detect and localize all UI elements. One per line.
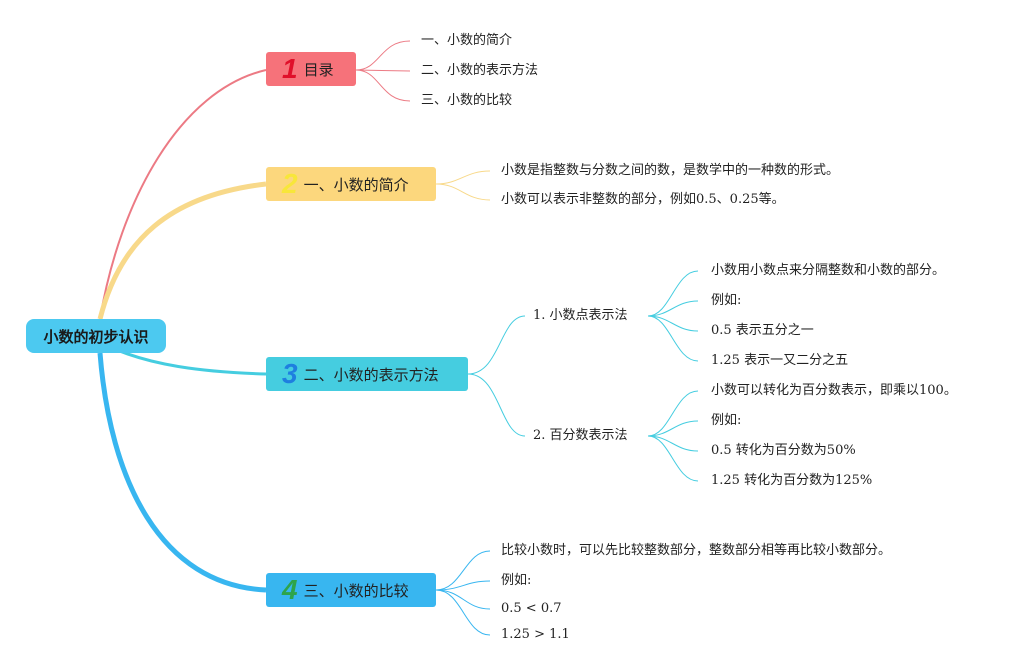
branch-node-intro[interactable]: 2 一、小数的简介	[266, 167, 436, 201]
connector-b4-leaf	[435, 550, 491, 591]
branch-node-representation[interactable]: 3 二、小数的表示方法	[266, 357, 468, 391]
connector-b4-leaf	[435, 580, 491, 591]
connector-sub1-leaf	[647, 270, 699, 317]
leaf-node[interactable]: 0.5 表示五分之一	[711, 323, 814, 338]
connector-b2-leaf	[435, 170, 491, 185]
connector-b1-leaf	[355, 40, 411, 71]
leaf-node[interactable]: 例如:	[711, 413, 742, 428]
connector-root-b1	[99, 69, 267, 320]
branch-number-3: 3	[282, 358, 298, 389]
leaf-node[interactable]: 小数可以转化为百分数表示，即乘以100。	[711, 383, 957, 398]
branch-node-comparison[interactable]: 4 三、小数的比较	[266, 573, 436, 607]
leaf-node[interactable]: 小数可以表示非整数的部分，例如0.5、0.25等。	[501, 192, 785, 207]
root-label: 小数的初步认识	[43, 327, 149, 346]
leaf-node[interactable]: 1.25 > 1.1	[501, 627, 570, 642]
connector-b1-leaf	[355, 69, 411, 72]
leaf-node[interactable]: 小数用小数点来分隔整数和小数的部分。	[711, 263, 946, 278]
leaf-node[interactable]: 二、小数的表示方法	[421, 63, 539, 78]
leaf-node[interactable]: 例如:	[501, 573, 532, 588]
connector-root-b4	[97, 352, 267, 593]
connector-root-b2	[97, 181, 267, 320]
branch-number-2: 2	[282, 168, 298, 199]
connector-b1-leaf	[355, 69, 411, 102]
leaf-node[interactable]: 小数是指整数与分数之间的数，是数学中的一种数的形式。	[501, 163, 840, 178]
connector-b3-sub	[467, 373, 526, 437]
connector-sub2-leaf	[647, 390, 699, 437]
branch-label: 二、小数的表示方法	[303, 365, 439, 384]
branch-number-4: 4	[282, 574, 298, 605]
connector-b4-leaf	[435, 589, 491, 610]
branch-label: 三、小数的比较	[303, 581, 409, 600]
leaf-node[interactable]: 0.5 < 0.7	[501, 601, 562, 616]
connector-sub1-leaf	[647, 315, 699, 362]
connector-b4-leaf	[435, 589, 491, 636]
leaf-node[interactable]: 三、小数的比较	[421, 93, 513, 108]
connector-sub2-leaf	[647, 420, 699, 437]
branch-node-contents[interactable]: 1 目录	[266, 52, 356, 86]
leaf-node[interactable]: 例如:	[711, 293, 742, 308]
branch-label: 目录	[303, 60, 334, 79]
branch-number-1: 1	[282, 53, 298, 84]
connector-sub2-leaf	[647, 435, 699, 482]
subtopic-node[interactable]: 1. 小数点表示法	[533, 308, 628, 323]
subtopic-node[interactable]: 2. 百分数表示法	[533, 428, 628, 443]
connector-sub1-leaf	[647, 300, 699, 317]
connector-b2-leaf	[435, 183, 491, 201]
leaf-node[interactable]: 比较小数时，可以先比较整数部分，整数部分相等再比较小数部分。	[501, 543, 892, 558]
root-node[interactable]: 小数的初步认识	[26, 319, 166, 353]
leaf-node[interactable]: 一、小数的简介	[421, 33, 513, 48]
leaf-node[interactable]: 1.25 转化为百分数为125%	[711, 473, 873, 488]
branch-label: 一、小数的简介	[303, 175, 409, 194]
connector-b3-sub	[467, 315, 526, 375]
leaf-node[interactable]: 0.5 转化为百分数为50%	[711, 443, 856, 458]
leaf-node[interactable]: 1.25 表示一又二分之五	[711, 353, 849, 368]
